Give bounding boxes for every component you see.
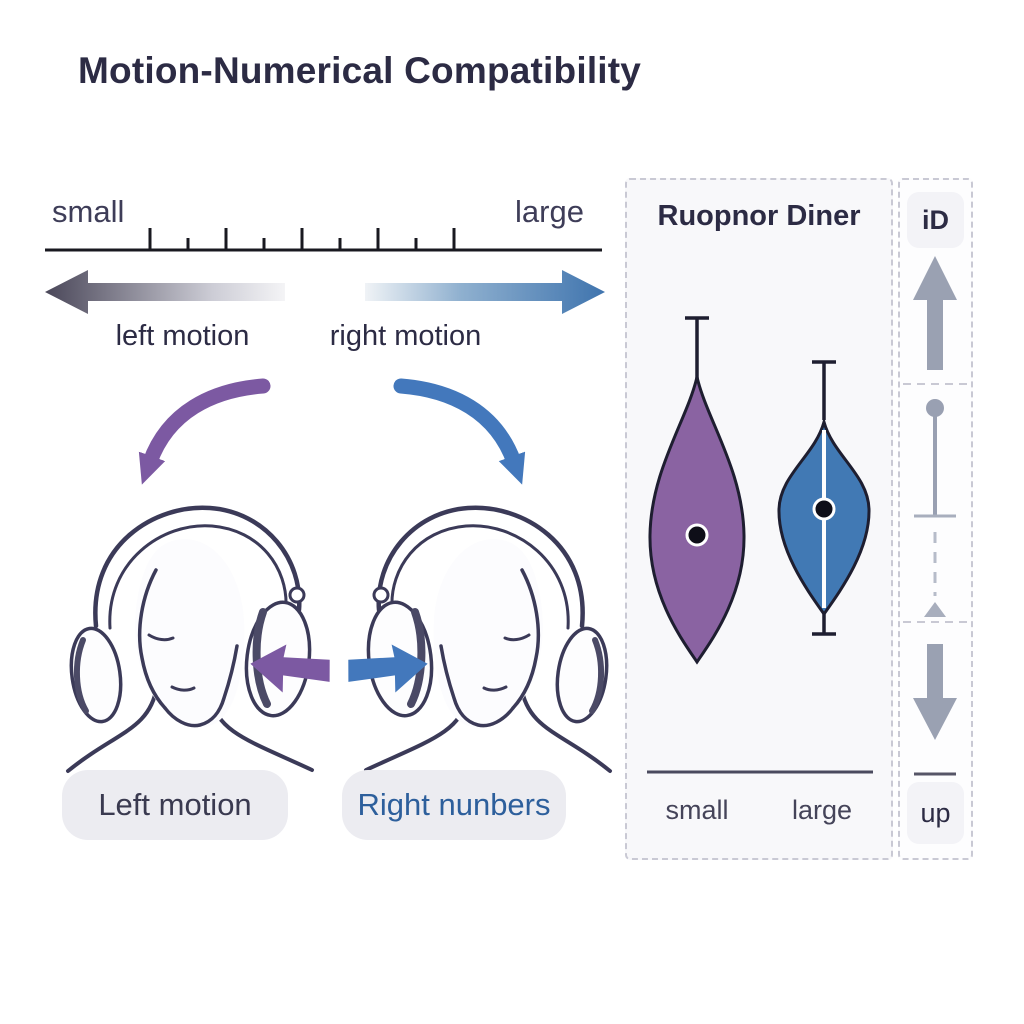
number-line-large-label: large — [515, 194, 584, 229]
sidebar-top-label: iD — [922, 204, 949, 235]
right-motion-label: right motion — [329, 320, 482, 352]
right-caption-text: Right nunbers — [357, 787, 551, 822]
number-line-ticks — [148, 228, 456, 250]
small-up-triangle-icon — [924, 602, 946, 617]
left-caption-text: Left motion — [98, 787, 252, 822]
number-line — [45, 228, 602, 252]
direction-sidebar: iD up — [898, 178, 973, 860]
sidebar-glyphs — [903, 256, 968, 776]
right-motion-arrow-icon — [365, 270, 605, 314]
blue-curved-arrow-icon — [393, 378, 526, 485]
page-title: Motion-Numerical Compatibility — [78, 50, 642, 91]
violin-panel-title: Ruopnor Diner — [657, 200, 861, 232]
right-head-figure — [348, 478, 618, 778]
violin-small-body — [648, 376, 746, 665]
number-line-small-label: small — [52, 194, 125, 229]
down-arrow-icon — [913, 644, 957, 740]
left-caption-pill: Left motion — [62, 770, 288, 840]
left-motion-label: left motion — [115, 320, 250, 352]
sidebar-bottom-label: up — [920, 797, 951, 828]
violin-chart — [647, 316, 873, 774]
sidebar-top-tile: iD — [907, 192, 964, 248]
violin-x-label-small: small — [665, 795, 729, 825]
left-head-figure — [60, 478, 330, 778]
up-arrow-icon — [913, 256, 957, 370]
violin-large-median-dot — [812, 497, 836, 521]
left-motion-arrow-icon — [45, 270, 285, 314]
right-caption-pill: Right nunbers — [342, 770, 566, 840]
violin-x-label-large: large — [791, 795, 853, 825]
violin-small-median-dot — [685, 523, 709, 547]
purple-curved-arrow-icon — [138, 378, 271, 485]
violin-panel: Ruopnor Diner small large — [625, 178, 893, 860]
motion-direction-arrows — [45, 270, 605, 314]
slider-pin-icon — [926, 399, 944, 417]
sidebar-bottom-tile: up — [907, 782, 964, 844]
